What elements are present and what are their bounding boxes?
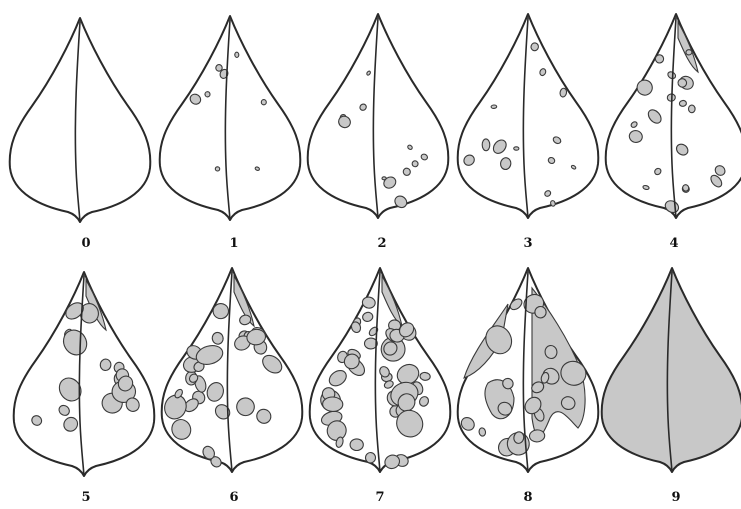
panel-label-6: 6 [229, 490, 238, 505]
lesion-spot [420, 372, 431, 381]
leaf-panel-0 [10, 18, 151, 222]
scale-row-top [10, 14, 741, 222]
lesion-spot [215, 167, 220, 172]
lesion-spot [686, 49, 693, 55]
leaf-panel-5 [14, 272, 155, 476]
lesion-spot [216, 64, 223, 71]
panel-label-0: 0 [81, 236, 90, 251]
lesion-spot [514, 147, 519, 151]
panel-label-8: 8 [523, 490, 532, 505]
panel-label-5: 5 [81, 490, 90, 505]
panel-label-7: 7 [375, 490, 384, 505]
leaf-outline [308, 14, 449, 218]
lesion-spot [365, 452, 376, 463]
leaf-panel-8 [458, 268, 599, 472]
lesion-spot [679, 100, 687, 107]
leaf-panel-3 [458, 14, 599, 218]
leaf-panel-6 [161, 268, 302, 472]
leaf-outline [458, 14, 599, 218]
lesion-spot [322, 397, 343, 412]
panel-label-1: 1 [229, 236, 238, 251]
leaf-panel-1 [160, 16, 301, 220]
leaf-panel-7 [310, 268, 451, 472]
leaf-panel-2 [308, 14, 449, 218]
leaf-outline [160, 16, 301, 220]
lesion-spot [350, 439, 363, 451]
scale-row-bottom [14, 268, 741, 476]
lesion-spot [688, 105, 695, 113]
lesion-spot [482, 139, 490, 151]
leaf-outline [602, 268, 741, 472]
lesion-spot [261, 100, 266, 105]
lesion-spot [491, 105, 497, 109]
panel-label-9: 9 [671, 490, 680, 505]
leaf-panel-4 [606, 14, 741, 218]
leaf-outline [14, 272, 155, 476]
panel-label-4: 4 [669, 236, 678, 251]
lesion-spot [655, 54, 664, 63]
panel-label-2: 2 [377, 236, 386, 251]
leaf-outline [10, 18, 151, 222]
lesion-spot [100, 359, 112, 371]
lesion-spot [205, 91, 211, 97]
panel-label-3: 3 [523, 236, 532, 251]
lesion-spot [235, 52, 239, 57]
leaf-panel-9 [602, 268, 741, 472]
